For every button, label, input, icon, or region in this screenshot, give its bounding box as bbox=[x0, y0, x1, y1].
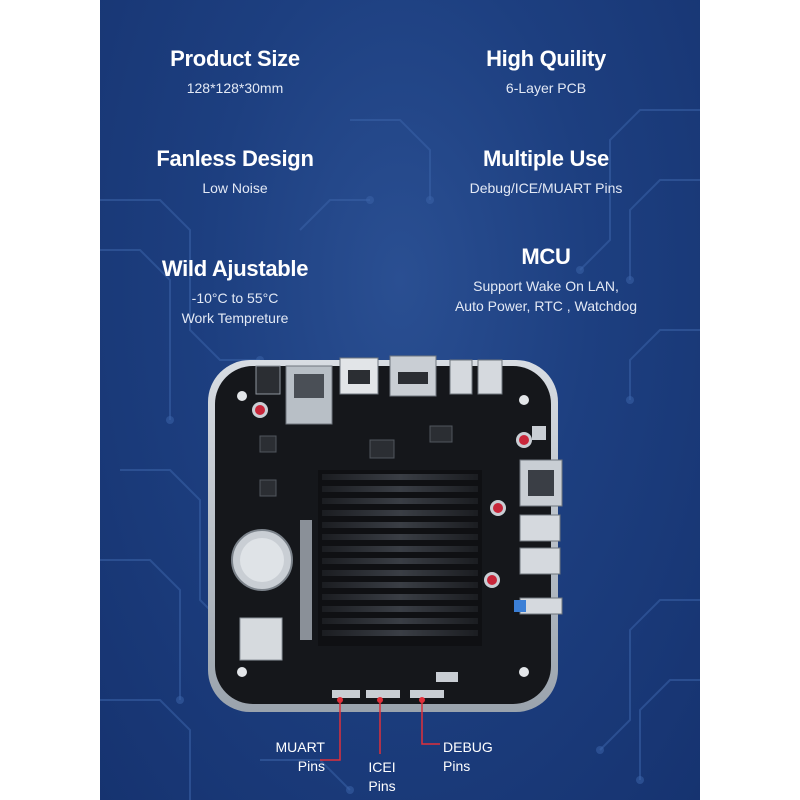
feature-title: Multiple Use bbox=[483, 146, 609, 171]
mini-pc-board-illustration bbox=[208, 355, 563, 761]
feature-subtitle: Debug/ICE/MUART Pins bbox=[469, 180, 623, 196]
mounting-holes bbox=[237, 391, 529, 677]
heatsink bbox=[318, 470, 482, 646]
feature-title: MCU bbox=[521, 244, 571, 269]
feature-subtitle: 128*128*30mm bbox=[186, 80, 284, 96]
feature-subtitle: Low Noise bbox=[202, 180, 268, 196]
coin-battery bbox=[231, 529, 293, 591]
pin-headers bbox=[332, 672, 458, 698]
feature-title: Wild Ajustable bbox=[161, 256, 309, 281]
feature-title: Fanless Design bbox=[156, 146, 314, 171]
callout-lines bbox=[320, 700, 440, 761]
feature-subtitle: -10°C to 55°C Work Tempreture bbox=[100, 288, 375, 328]
callout-line: ICEI bbox=[368, 759, 396, 775]
feature-adjustable: Wild Ajustable -10°C to 55°C Work Tempre… bbox=[100, 256, 375, 328]
wifi-module bbox=[239, 617, 283, 661]
feature-subtitle-line: Work Tempreture bbox=[181, 310, 289, 326]
feature-subtitle-line: Support Wake On LAN, bbox=[473, 278, 619, 294]
callout-icei-pins: ICEI Pins bbox=[364, 758, 400, 796]
right-ports bbox=[514, 426, 563, 615]
feature-product-size: Product Size 128*128*30mm bbox=[100, 46, 375, 98]
feature-fanless: Fanless Design Low Noise bbox=[100, 146, 375, 198]
feature-high-quality: High Quility 6-Layer PCB bbox=[406, 46, 686, 98]
callout-line: MUART bbox=[275, 739, 325, 755]
callout-line: Pins bbox=[443, 758, 471, 774]
capacitors bbox=[252, 402, 532, 588]
callout-line: DEBUG bbox=[443, 739, 493, 755]
feature-subtitle-line: -10°C to 55°C bbox=[191, 290, 279, 306]
top-ports bbox=[255, 355, 503, 425]
feature-subtitle: 6-Layer PCB bbox=[505, 80, 587, 96]
feature-mcu: MCU Support Wake On LAN, Auto Power, RTC… bbox=[406, 244, 686, 316]
feature-title: Product Size bbox=[170, 46, 300, 71]
feature-subtitle: Support Wake On LAN, Auto Power, RTC , W… bbox=[406, 276, 686, 316]
memory-slot bbox=[300, 520, 312, 640]
callout-dots bbox=[337, 697, 425, 703]
feature-title: High Quility bbox=[486, 46, 606, 71]
feature-multiple-use: Multiple Use Debug/ICE/MUART Pins bbox=[406, 146, 686, 198]
small-chips bbox=[259, 425, 453, 497]
feature-subtitle-line: Auto Power, RTC , Watchdog bbox=[454, 298, 638, 314]
callout-debug-pins: DEBUG Pins bbox=[443, 738, 513, 776]
product-banner: Product Size 128*128*30mm High Quility 6… bbox=[100, 0, 700, 800]
callout-muart-pins: MUART Pins bbox=[265, 738, 325, 776]
callout-line: Pins bbox=[297, 758, 325, 774]
callout-line: Pins bbox=[368, 778, 396, 794]
